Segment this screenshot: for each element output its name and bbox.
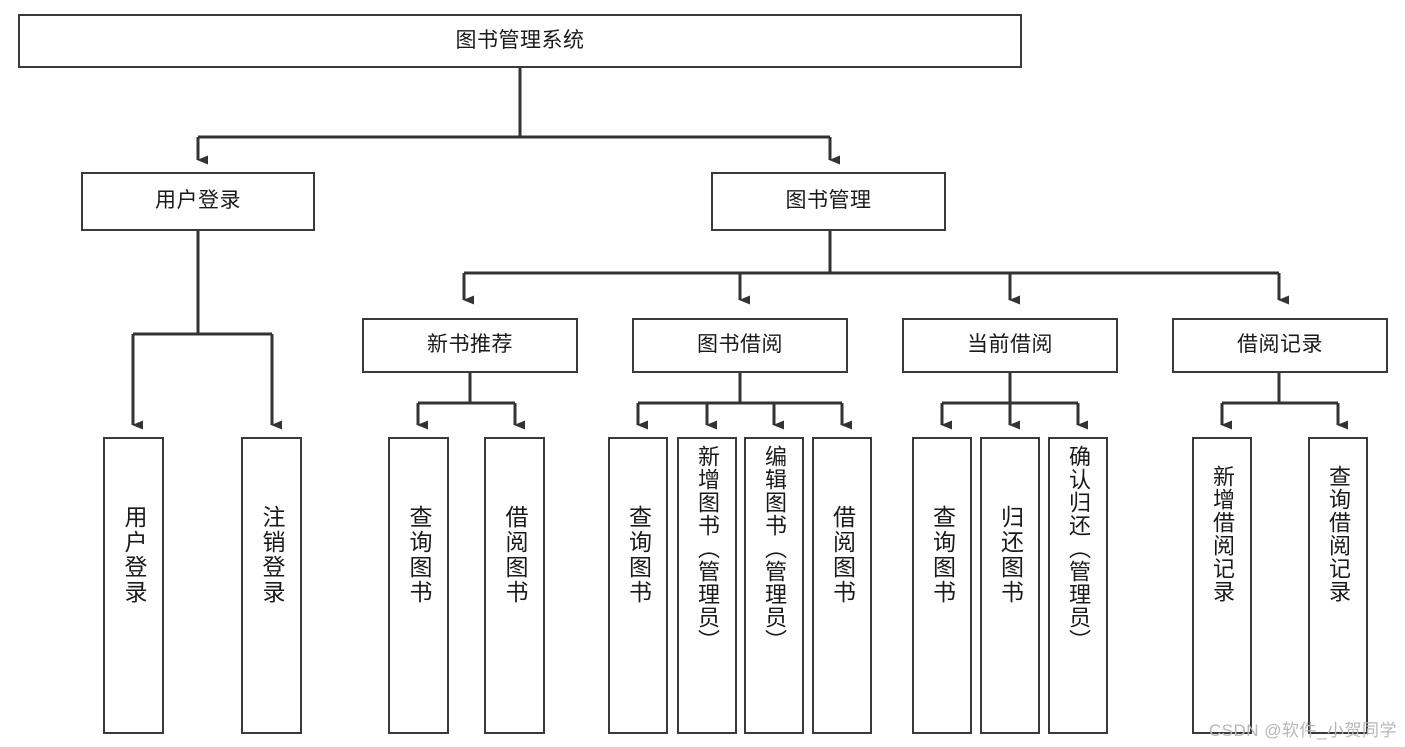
node-current-borrow[interactable]: 当前借阅 <box>902 318 1118 373</box>
node-leaf-query-book-1-label: 查询图书 <box>406 505 432 605</box>
node-leaf-query-record-label: 查询借阅记录 <box>1326 465 1351 603</box>
node-current-borrow-label: 当前借阅 <box>967 333 1053 357</box>
node-root[interactable]: 图书管理系统 <box>18 14 1022 68</box>
node-leaf-borrow-book-1-label: 借阅图书 <box>502 505 528 605</box>
node-book-borrow[interactable]: 图书借阅 <box>632 318 848 373</box>
node-leaf-user-login[interactable]: 用户登录 <box>103 437 164 734</box>
node-leaf-query-book-1[interactable]: 查询图书 <box>388 437 449 734</box>
node-leaf-return-book-label: 归还图书 <box>997 505 1024 605</box>
node-borrow-record-label: 借阅记录 <box>1237 333 1323 357</box>
node-leaf-add-book[interactable]: 新增图书（管理员） <box>677 437 737 734</box>
node-leaf-confirm-return-label: 确认归还（管理员） <box>1066 445 1091 652</box>
node-leaf-edit-book[interactable]: 编辑图书（管理员） <box>744 437 804 734</box>
node-user-login-label: 用户登录 <box>155 189 241 213</box>
node-leaf-query-book-2[interactable]: 查询图书 <box>608 437 668 734</box>
node-borrow-record[interactable]: 借阅记录 <box>1172 318 1388 373</box>
node-leaf-add-record-label: 新增借阅记录 <box>1210 465 1235 603</box>
node-leaf-borrow-book-1[interactable]: 借阅图书 <box>484 437 545 734</box>
node-leaf-add-record[interactable]: 新增借阅记录 <box>1192 437 1252 734</box>
node-leaf-edit-book-label: 编辑图书（管理员） <box>762 445 787 652</box>
node-book-borrow-label: 图书借阅 <box>697 333 783 357</box>
node-user-login[interactable]: 用户登录 <box>81 172 315 231</box>
node-leaf-query-book-2-label: 查询图书 <box>625 505 652 605</box>
node-new-book-recommend-label: 新书推荐 <box>427 333 513 357</box>
node-leaf-borrow-book-2[interactable]: 借阅图书 <box>812 437 872 734</box>
node-root-label: 图书管理系统 <box>455 28 585 52</box>
node-leaf-query-book-3-label: 查询图书 <box>929 505 956 605</box>
node-leaf-confirm-return[interactable]: 确认归还（管理员） <box>1048 437 1108 734</box>
node-book-management-label: 图书管理 <box>785 189 872 213</box>
node-book-management[interactable]: 图书管理 <box>711 172 946 231</box>
node-leaf-add-book-label: 新增图书（管理员） <box>695 445 720 652</box>
node-leaf-user-login-label: 用户登录 <box>121 505 147 605</box>
node-leaf-query-book-3[interactable]: 查询图书 <box>912 437 972 734</box>
node-leaf-user-logout-label: 注销登录 <box>259 505 285 605</box>
node-leaf-query-record[interactable]: 查询借阅记录 <box>1308 437 1368 734</box>
node-leaf-return-book[interactable]: 归还图书 <box>980 437 1040 734</box>
node-leaf-borrow-book-2-label: 借阅图书 <box>829 505 856 605</box>
node-leaf-user-logout[interactable]: 注销登录 <box>241 437 302 734</box>
node-new-book-recommend[interactable]: 新书推荐 <box>362 318 578 373</box>
